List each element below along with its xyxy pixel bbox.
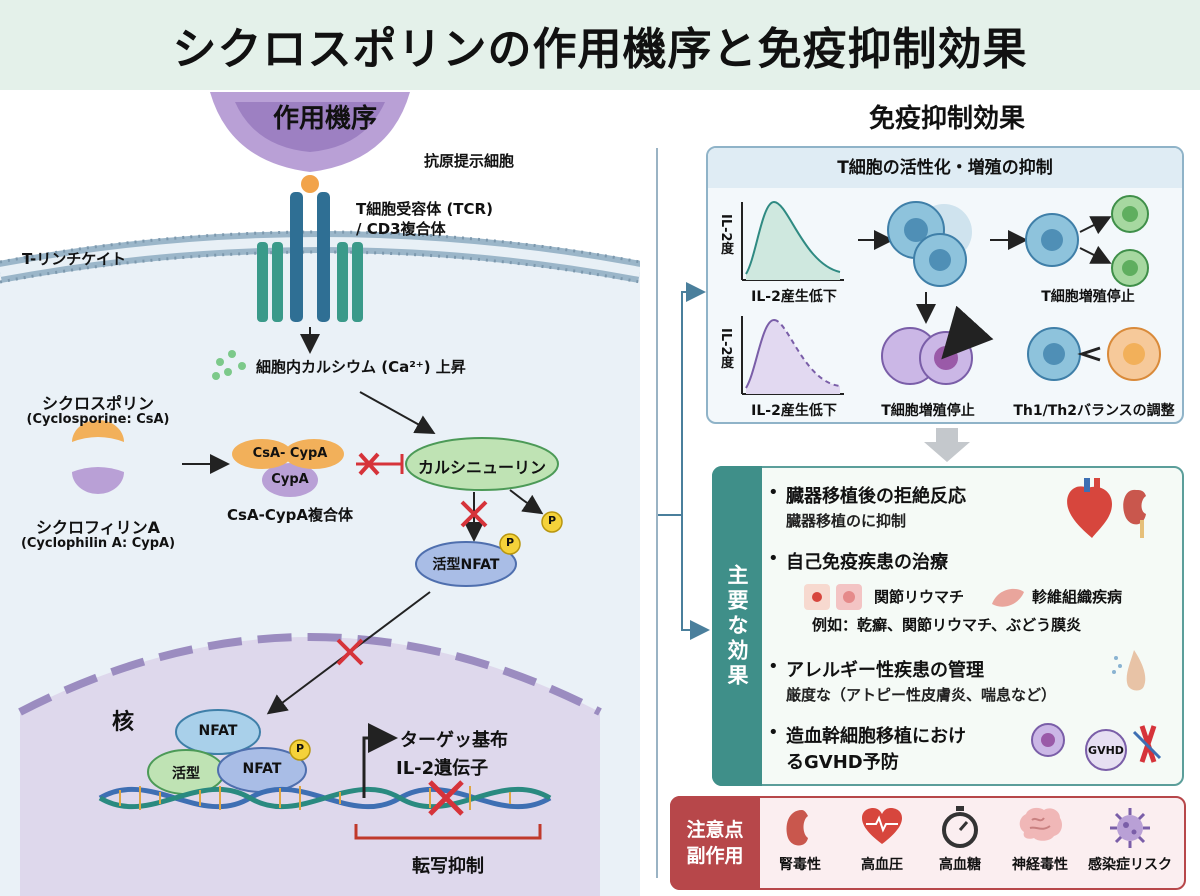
side-effect-nephrotoxicity: 腎毒性 [779,857,821,873]
tcell-label: T-リンチケイト [22,250,126,268]
autoimmune-detail-b: 軫維組織疾病 [1032,588,1123,606]
complex-bottom-label: CypA [271,472,309,487]
tcr-chain-b [317,192,330,322]
heart-kidney-icon [1067,478,1146,538]
active-nfat [415,541,517,587]
tcell-suppression-box: T細胞の活性化・増殖の抑制 [706,146,1184,424]
bracket-arrows [658,282,710,640]
heart-icon [862,808,902,844]
effect-item-transplant: • 臓器移植後の拒絶反応 臓器移植のに抑制 [768,482,966,530]
caution-box: 注意点 副作用 腎毒性 高血圧 高血糖 神経毒性 感染症リスク [670,796,1186,890]
complex-csa [284,439,344,469]
suppression-diagram [741,195,1161,395]
mechanism-panel: 作用機序 抗原提示細胞 T細胞受容体 (TCR) / CD3複合体 T-リンチケ… [0,92,640,896]
header: シクロスポリンの作用機序と免疫抑制効果 [0,0,1200,90]
kidney-icon [786,810,808,846]
mechanism-diagram [0,92,640,896]
nfat-nuclear [175,709,261,755]
tcell-suppression-title: T細胞の活性化・増殖の抑制 [708,148,1182,188]
transcription-label: 転写抑制 [412,856,484,877]
il2-curve-1 [746,202,840,280]
side-effect-infection-risk: 感染症リスク [1088,857,1172,873]
il2-low-label-1: IL-2産生低下 [751,289,837,305]
mechanism-title: 作用機序 [272,104,377,134]
side-effect-hypertension: 高血圧 [861,857,903,873]
tcr-label-2: / CD3複合体 [356,220,446,238]
il2-low-label-2: IL-2産生低下 [751,403,837,419]
nose-icon [1112,650,1146,691]
gvhd-label: GVHD [1088,744,1124,757]
side-effect-hyperglycemia: 高血糖 [939,857,981,873]
antigen [301,175,319,193]
effects-title: 免疫抑制効果 [868,104,1025,134]
skin-joint-icon [804,584,862,610]
autoimmune-detail: 例如：乾癬、関節リウマチ、ぶどう膜炎 [812,616,1082,634]
cypa-name: シクロフィリンA [35,518,161,537]
il2-axis-2: IL-2度 [718,328,733,369]
csa-sub: (Cyclosporine: CsA) [26,412,170,427]
tissue-icon [992,588,1024,607]
side-effect-neurotoxicity: 神経毒性 [1012,857,1068,873]
il2-axis-1: IL-2度 [718,214,733,255]
tcr-chain-a [290,192,303,322]
prolif-stop-label-2: T細胞増殖停止 [881,403,975,419]
effect-item-autoimmune: • 自己免疫疾患の治療 [768,548,948,573]
stopwatch-icon [942,806,978,848]
effect-item-gvhd: • 造血幹細胞移植におけ るGVHD予防 [768,722,966,773]
page-title: シクロスポリンの作用機序と免疫抑制効果 [172,24,1028,75]
il2-curve-2 [746,320,840,394]
calcineurin [405,437,559,491]
calcineurin-label: カルシニューリン [417,458,547,477]
csa-name: シクロスポリン [41,394,155,413]
phosphate-label: P [547,514,557,527]
panel-divider [656,148,658,878]
gvhd-icon [1031,723,1162,771]
prolif-stop-label-1: T細胞増殖停止 [1041,289,1135,305]
cypa-molecule [72,467,124,494]
virus-icon [1110,808,1150,848]
active-nfat-label: 活型NFAT [432,557,500,573]
complex-label: CsA-CypA複合体 [227,506,353,524]
complex-cypa [262,463,318,497]
autoimmune-detail-a: 関節リウマチ [874,588,965,606]
phosphate-icon [541,511,563,533]
effects-tab: 主要な効果 [712,466,762,786]
brain-icon [1019,807,1062,841]
effect-item-allergy: • アレルギー性疾患の管理 厳度な（アトピー性皮膚炎、喘息など） [768,656,1057,704]
nucleus-label: 核 [112,710,135,735]
target-gene-label-1: ターゲッ基布 [400,730,508,751]
nuclear-phosphate-label: P [295,742,305,755]
csa-molecule [72,420,124,442]
tcr-label-1: T細胞受容体 (TCR) [356,200,493,218]
nfat-top-label: NFAT [198,723,238,739]
target-gene-label-2: IL-2遺伝子 [396,758,489,779]
nfat-right-label: NFAT [242,761,282,777]
th-balance-label: Th1/Th2バランスの調整 [1013,403,1175,419]
transcription-bracket [354,824,542,840]
nucleus [20,637,600,896]
caution-tab: 注意点 副作用 [670,796,760,890]
calcium-label: 細胞内カルシウム (Ca²⁺) 上昇 [256,358,466,376]
down-arrow [924,428,970,462]
main-effects-box: 主要な効果 • 臓器移植後の拒絶反応 臓器移植のに抑制 • 自己免疫疾患の治療 … [712,466,1184,786]
apc-label: 抗原提示細胞 [424,152,515,170]
nfat-phosphate-label: P [505,536,515,549]
cypa-sub: (Cyclophilin A: CypA) [20,536,176,551]
nfat-active-label: 活型 [172,766,200,782]
complex-top-label: CsA- CypA [252,446,328,461]
